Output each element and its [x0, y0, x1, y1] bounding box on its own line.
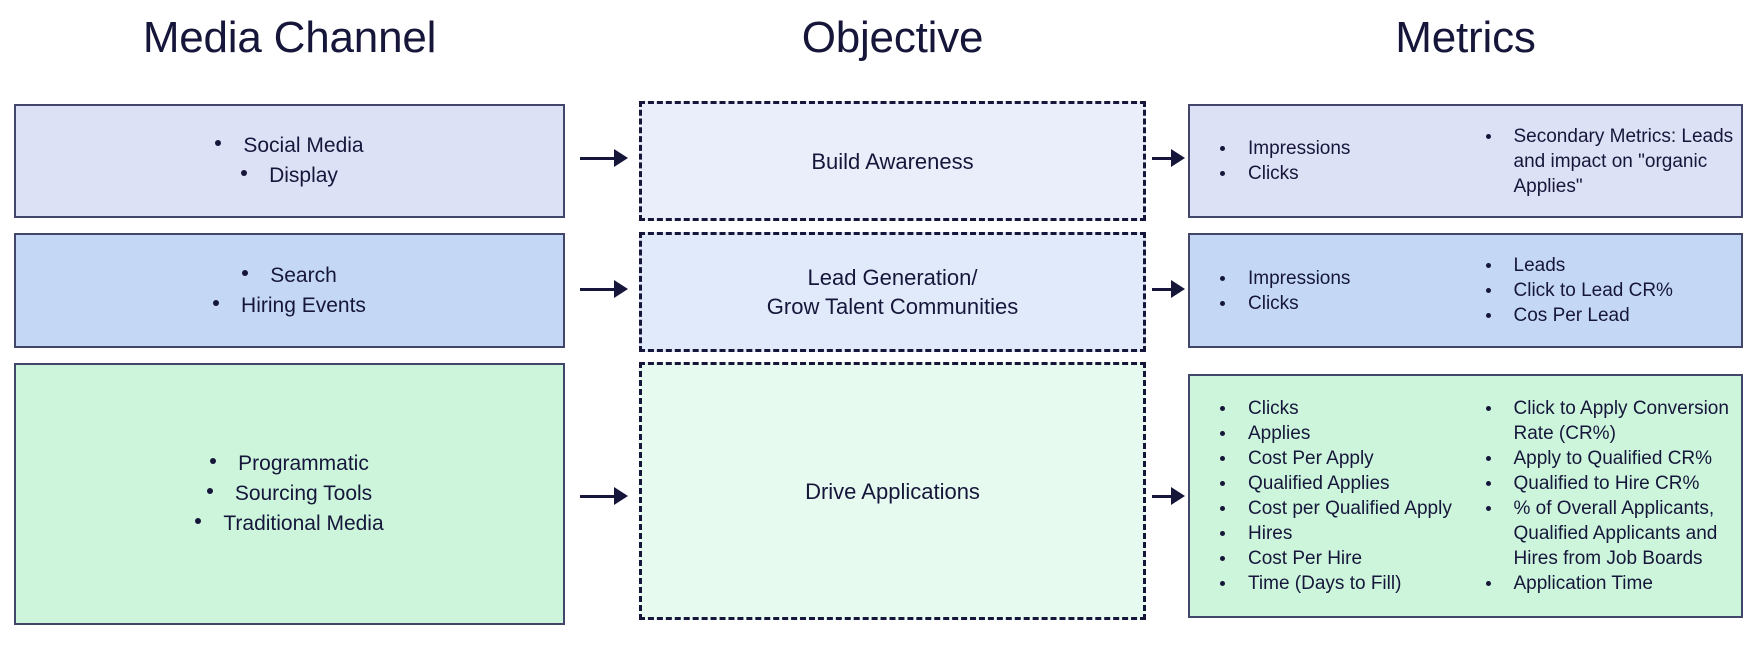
channel-item-label: Programmatic — [238, 452, 369, 475]
list-item: Display — [215, 161, 363, 191]
metrics-columns-row2: Impressions Clicks Leads Click to Lead C… — [1190, 235, 1741, 346]
list-item: Applies — [1208, 421, 1466, 446]
list-item: Qualified to Hire CR% — [1474, 471, 1736, 496]
objective-box-row2[interactable]: Lead Generation/ Grow Talent Communities — [639, 232, 1146, 352]
channel-list-row3: Programmatic Sourcing Tools Traditional … — [195, 449, 384, 539]
channel-item-label: Social Media — [243, 134, 364, 157]
list-item: Apply to Qualified CR% — [1474, 446, 1736, 471]
metrics-right-column-row2: Leads Click to Lead CR% Cos Per Lead — [1466, 253, 1742, 328]
arrow-head-icon — [614, 149, 628, 167]
channel-item-label: Hiring Events — [241, 293, 366, 317]
metrics-left-column-row3: Clicks Applies Cost Per Apply Qualified … — [1190, 396, 1466, 596]
arrow-shaft — [1152, 156, 1171, 160]
list-item: Search — [213, 261, 366, 291]
arrow-head-icon — [614, 487, 628, 505]
list-item: Cost Per Hire — [1208, 546, 1466, 571]
arrow-head-icon — [1171, 487, 1185, 505]
metrics-list-secondary-row1: Secondary Metrics: Leads and impact on "… — [1474, 124, 1736, 199]
arrow-shaft — [1152, 494, 1171, 498]
metrics-list-primary-row1: Impressions Clicks — [1208, 136, 1466, 186]
list-item: Traditional Media — [195, 509, 384, 539]
list-item: Application Time — [1474, 571, 1736, 596]
bullet-icon — [210, 458, 217, 465]
arrow-channel-to-objective-row3 — [580, 486, 628, 506]
arrow-channel-to-objective-row2 — [580, 279, 628, 299]
bullet-icon — [213, 299, 220, 306]
list-item: Time (Days to Fill) — [1208, 571, 1466, 596]
bullet-icon — [206, 488, 213, 495]
metrics-box-row2[interactable]: Impressions Clicks Leads Click to Lead C… — [1188, 233, 1743, 348]
list-item: Click to Apply Conversion Rate (CR%) — [1474, 396, 1736, 446]
list-item: Click to Lead CR% — [1474, 278, 1736, 303]
arrow-head-icon — [614, 280, 628, 298]
list-item: Sourcing Tools — [195, 479, 383, 509]
list-item: Cost per Qualified Apply — [1208, 496, 1466, 521]
bullet-icon — [215, 140, 222, 147]
arrow-objective-to-metrics-row3 — [1152, 486, 1185, 506]
channel-box-row2[interactable]: Search Hiring Events — [14, 233, 565, 348]
list-item: Secondary Metrics: Leads and impact on "… — [1474, 124, 1736, 199]
arrow-head-icon — [1171, 149, 1185, 167]
channel-box-row1[interactable]: Social Media Display — [14, 104, 565, 218]
channel-box-row3[interactable]: Programmatic Sourcing Tools Traditional … — [14, 363, 565, 625]
arrow-head-icon — [1171, 280, 1185, 298]
metrics-box-row1[interactable]: Impressions Clicks Secondary Metrics: Le… — [1188, 104, 1743, 218]
list-item: Leads — [1474, 253, 1736, 278]
list-item: Cos Per Lead — [1474, 303, 1736, 328]
list-item: % of Overall Applicants, Qualified Appli… — [1474, 496, 1736, 571]
list-item: Clicks — [1208, 161, 1466, 186]
channel-item-label: Sourcing Tools — [234, 482, 373, 505]
channel-item-label: Search — [270, 263, 337, 287]
metrics-list-primary-row2: Impressions Clicks — [1208, 266, 1466, 316]
column-header-metrics: Metrics — [1395, 13, 1536, 62]
metrics-left-column-row1: Impressions Clicks — [1190, 136, 1466, 186]
list-item: Impressions — [1208, 266, 1466, 291]
list-item: Programmatic — [195, 449, 383, 479]
objective-label-row3: Drive Applications — [805, 478, 980, 504]
metrics-list-secondary-row3: Click to Apply Conversion Rate (CR%) App… — [1474, 396, 1736, 596]
list-item: Social Media — [215, 131, 364, 161]
arrow-shaft — [580, 494, 614, 498]
metrics-list-primary-row3: Clicks Applies Cost Per Apply Qualified … — [1208, 396, 1466, 596]
channel-list-row1: Social Media Display — [215, 131, 364, 191]
list-item: Clicks — [1208, 396, 1466, 421]
arrow-shaft — [580, 287, 614, 291]
bullet-icon — [242, 269, 249, 276]
arrow-objective-to-metrics-row1 — [1152, 148, 1185, 168]
arrow-shaft — [1152, 287, 1171, 291]
list-item: Hiring Events — [213, 291, 366, 321]
objective-label-row2: Lead Generation/ Grow Talent Communities — [766, 265, 1019, 319]
column-header-media-channel: Media Channel — [142, 13, 437, 62]
bullet-icon — [195, 518, 202, 525]
channel-item-label: Traditional Media — [223, 512, 384, 535]
objective-box-row1[interactable]: Build Awareness — [639, 101, 1146, 221]
metrics-box-row3[interactable]: Clicks Applies Cost Per Apply Qualified … — [1188, 374, 1743, 618]
arrow-objective-to-metrics-row2 — [1152, 279, 1185, 299]
list-item: Impressions — [1208, 136, 1466, 161]
list-item: Cost Per Apply — [1208, 446, 1466, 471]
metrics-list-secondary-row2: Leads Click to Lead CR% Cos Per Lead — [1474, 253, 1736, 328]
arrow-channel-to-objective-row1 — [580, 148, 628, 168]
arrow-shaft — [580, 156, 614, 160]
metrics-right-column-row3: Click to Apply Conversion Rate (CR%) App… — [1466, 396, 1742, 596]
list-item: Qualified Applies — [1208, 471, 1466, 496]
list-item: Hires — [1208, 521, 1466, 546]
channel-item-label: Display — [269, 164, 338, 187]
channel-list-row2: Search Hiring Events — [213, 261, 366, 321]
column-header-objective: Objective — [801, 13, 984, 62]
metrics-columns-row1: Impressions Clicks Secondary Metrics: Le… — [1190, 106, 1741, 216]
objective-box-row3[interactable]: Drive Applications — [639, 362, 1146, 620]
bullet-icon — [241, 170, 248, 177]
metrics-right-column-row1: Secondary Metrics: Leads and impact on "… — [1466, 124, 1742, 199]
list-item: Clicks — [1208, 291, 1466, 316]
metrics-left-column-row2: Impressions Clicks — [1190, 266, 1466, 316]
metrics-columns-row3: Clicks Applies Cost Per Apply Qualified … — [1190, 376, 1741, 616]
objective-label-row1: Build Awareness — [811, 148, 974, 174]
